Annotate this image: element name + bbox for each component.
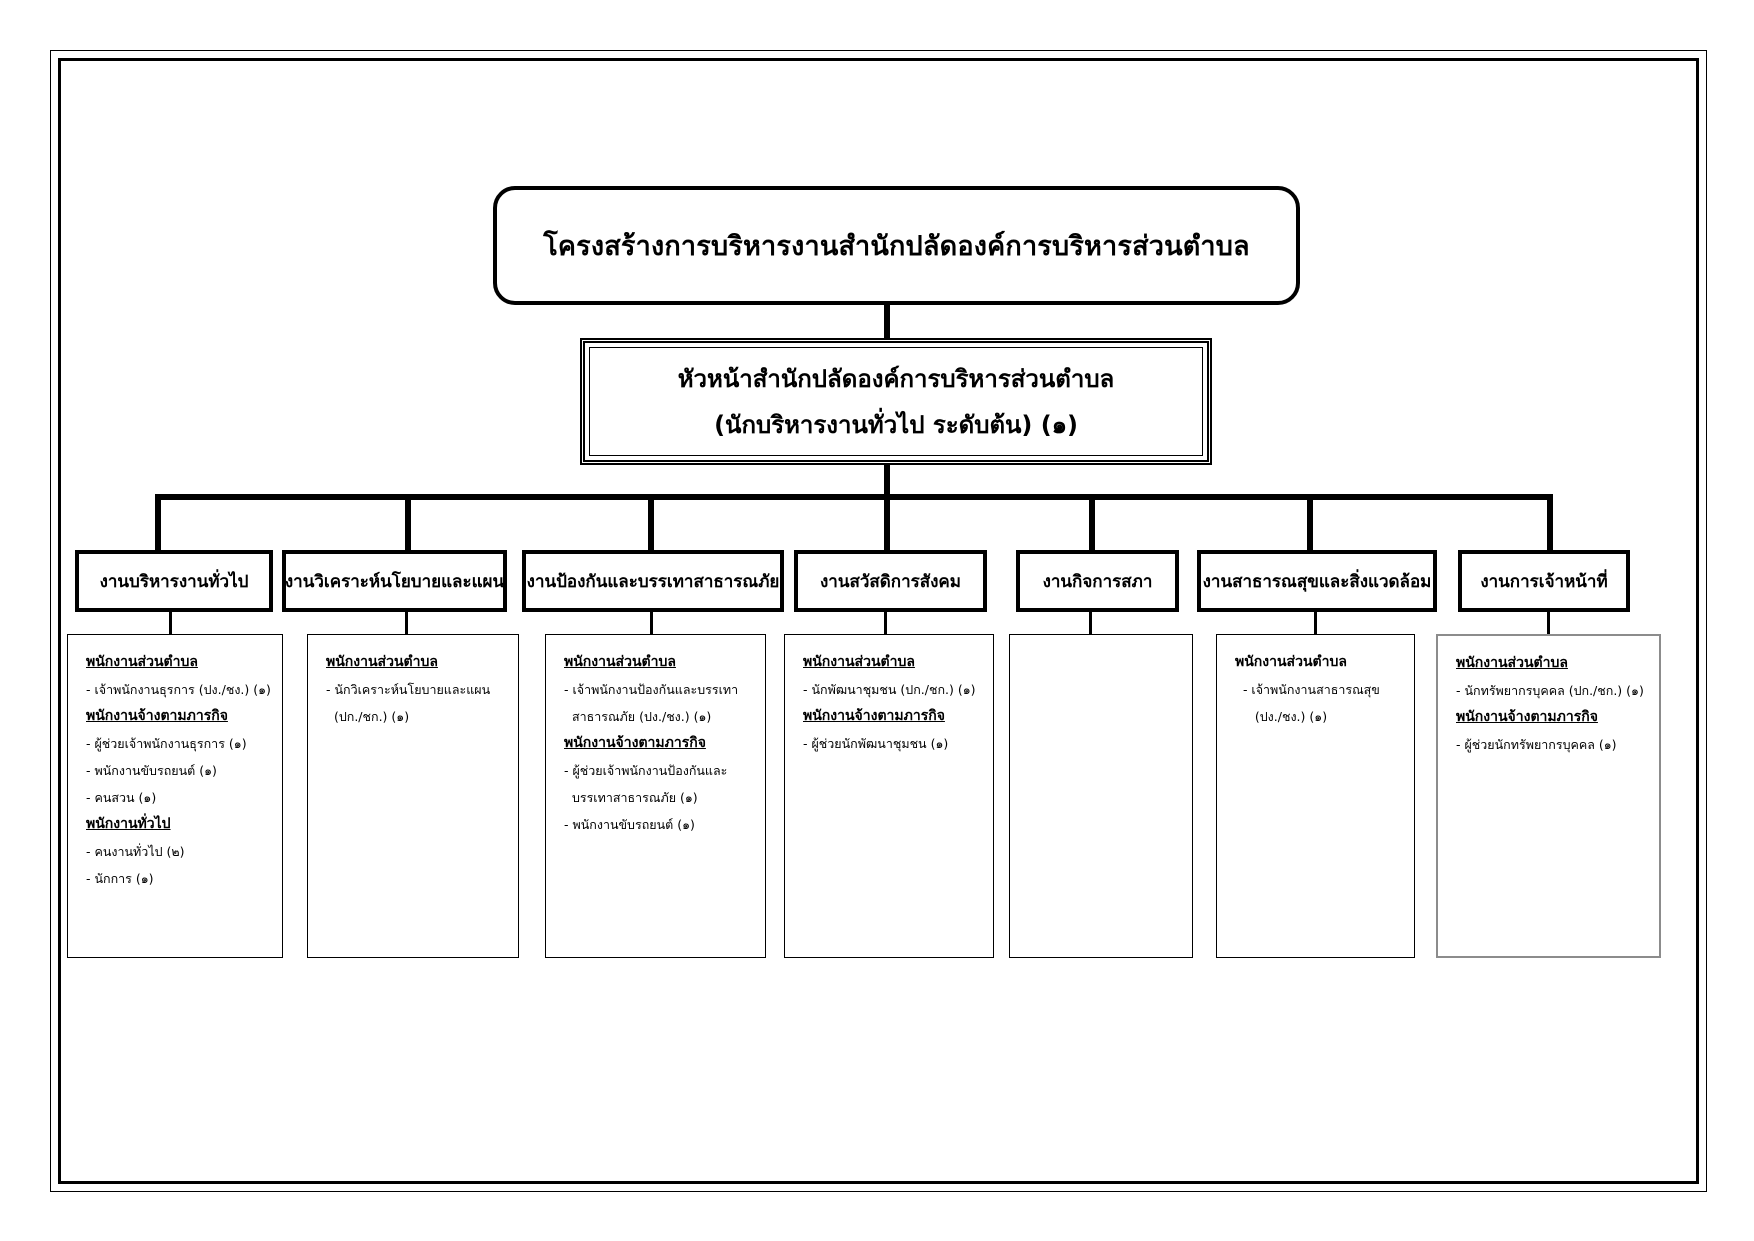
staff-list-box-2: พนักงานส่วนตำบล - นักวิเคราะห์นโยบายและแผ… (307, 634, 519, 958)
connector-dept-7-to-staff (1547, 611, 1550, 634)
connector-dept-6-to-staff (1314, 611, 1317, 634)
connector-dept-2-to-staff (405, 611, 408, 634)
connector-bus-to-dept-5 (1089, 494, 1095, 550)
department-box-4: งานสวัสดิการสังคม (794, 550, 987, 612)
staff-item: บรรเทาสาธารณภัย (๑) (564, 790, 698, 805)
staff-group-title: พนักงานส่วนตำบล (86, 654, 198, 670)
staff-list-box-7: พนักงานส่วนตำบล - นักทรัพยากรบุคคล (ปก./ช… (1436, 634, 1661, 958)
department-box-1: งานบริหารงานทั่วไป (75, 550, 273, 612)
connector-bus-to-dept-2 (405, 494, 411, 550)
staff-list-box-4: พนักงานส่วนตำบล - นักพัฒนาชุมชน (ปก./ชก.)… (784, 634, 994, 958)
head-position-inner-border (589, 347, 1203, 456)
connector-dept-5-to-staff (1089, 611, 1092, 634)
staff-group-title: พนักงานส่วนตำบล (1456, 655, 1568, 671)
department-box-3: งานป้องกันและบรรเทาสาธารณภัย (522, 550, 784, 612)
staff-item: - พนักงานขับรถยนต์ (๑) (564, 817, 695, 832)
connector-bus-to-dept-6 (1307, 494, 1313, 550)
staff-item: - เจ้าพนักงานป้องกันและบรรเทา (564, 682, 739, 697)
staff-item: สาธารณภัย (ปง./ชง.) (๑) (564, 709, 712, 724)
connector-dept-4-to-staff (884, 611, 887, 634)
department-label: งานกิจการสภา (1042, 571, 1153, 592)
department-label: งานสาธารณสุขและสิ่งแวดล้อม (1202, 571, 1432, 592)
staff-item: - ผู้ช่วยเจ้าพนักงานป้องกันและ (564, 763, 728, 778)
staff-group-title: พนักงานส่วนตำบล (803, 654, 915, 670)
connector-head-to-bus (884, 465, 890, 500)
staff-item: - นักการ (๑) (86, 871, 154, 886)
staff-group-title: พนักงานจ้างตามภารกิจ (803, 708, 945, 724)
department-label: งานสวัสดิการสังคม (819, 571, 962, 592)
staff-list-box-1: พนักงานส่วนตำบล - เจ้าพนักงานธุรการ (ปง./… (67, 634, 283, 958)
connector-bus-to-dept-7 (1547, 494, 1553, 550)
staff-item: - คนสวน (๑) (86, 790, 157, 805)
staff-group-title: พนักงานจ้างตามภารกิจ (1456, 709, 1598, 725)
page-inner-border (58, 58, 1699, 1184)
department-label: งานบริหารงานทั่วไป (99, 571, 249, 592)
head-position-subtitle: (นักบริหารงานทั่วไป ระดับต้น) (๑) (714, 410, 1078, 439)
head-position-box: หัวหน้าสำนักปลัดองค์การบริหารส่วนตำบล (น… (580, 338, 1212, 465)
staff-group-title: พนักงานจ้างตามภารกิจ (564, 735, 706, 751)
department-box-5: งานกิจการสภา (1016, 550, 1179, 612)
staff-item: (ปก./ชก.) (๑) (326, 709, 410, 724)
staff-group-title: พนักงานจ้างตามภารกิจ (86, 708, 228, 724)
staff-item: - พนักงานขับรถยนต์ (๑) (86, 763, 217, 778)
department-label: งานป้องกันและบรรเทาสาธารณภัย (526, 571, 780, 592)
staff-item: - นักวิเคราะห์นโยบายและแผน (326, 682, 491, 697)
staff-item: - ผู้ช่วยนักพัฒนาชุมชน (๑) (803, 736, 949, 751)
connector-dept-3-to-staff (650, 611, 653, 634)
connector-bus-to-dept-4 (884, 494, 890, 550)
staff-list-box-5 (1009, 634, 1193, 958)
staff-item: - ผู้ช่วยนักทรัพยากรบุคคล (๑) (1456, 737, 1617, 752)
staff-item: - เจ้าพนักงานสาธารณสุข (1235, 682, 1380, 697)
connector-bus-to-dept-3 (648, 494, 654, 580)
staff-item: - นักทรัพยากรบุคคล (ปก./ชก.) (๑) (1456, 683, 1644, 698)
chart-title-box: โครงสร้างการบริหารงานสำนักปลัดองค์การบริ… (493, 186, 1300, 305)
head-position-title: หัวหน้าสำนักปลัดองค์การบริหารส่วนตำบล (677, 364, 1115, 393)
staff-group-title: พนักงานส่วนตำบล (1235, 654, 1347, 670)
connector-title-to-head (884, 305, 890, 338)
staff-item: - ผู้ช่วยเจ้าพนักงานธุรการ (๑) (86, 736, 247, 751)
staff-list-box-3: พนักงานส่วนตำบล - เจ้าพนักงานป้องกันและบร… (545, 634, 766, 958)
department-box-7: งานการเจ้าหน้าที่ (1458, 550, 1630, 612)
department-box-2: งานวิเคราะห์นโยบายและแผน (282, 550, 507, 612)
connector-horizontal-bus (155, 494, 1553, 500)
staff-item: - นักพัฒนาชุมชน (ปก./ชก.) (๑) (803, 682, 976, 697)
connector-bus-to-dept-1 (155, 494, 161, 550)
staff-item: (ปง./ชง.) (๑) (1235, 709, 1328, 724)
staff-group-title: พนักงานส่วนตำบล (326, 654, 438, 670)
staff-list-box-6: พนักงานส่วนตำบล - เจ้าพนักงานสาธารณสุข (… (1216, 634, 1415, 958)
chart-title: โครงสร้างการบริหารงานสำนักปลัดองค์การบริ… (543, 231, 1250, 262)
connector-dept-1-to-staff (169, 611, 172, 634)
staff-item: - เจ้าพนักงานธุรการ (ปง./ชง.) (๑) (86, 682, 271, 697)
department-label: งานวิเคราะห์นโยบายและแผน (284, 571, 505, 592)
department-label: งานการเจ้าหน้าที่ (1480, 571, 1608, 592)
page-outer-border (50, 50, 1707, 1192)
staff-group-title: พนักงานทั่วไป (86, 816, 171, 832)
staff-group-title: พนักงานส่วนตำบล (564, 654, 676, 670)
staff-item: - คนงานทั่วไป (๒) (86, 844, 185, 859)
department-box-6: งานสาธารณสุขและสิ่งแวดล้อม (1197, 550, 1437, 612)
